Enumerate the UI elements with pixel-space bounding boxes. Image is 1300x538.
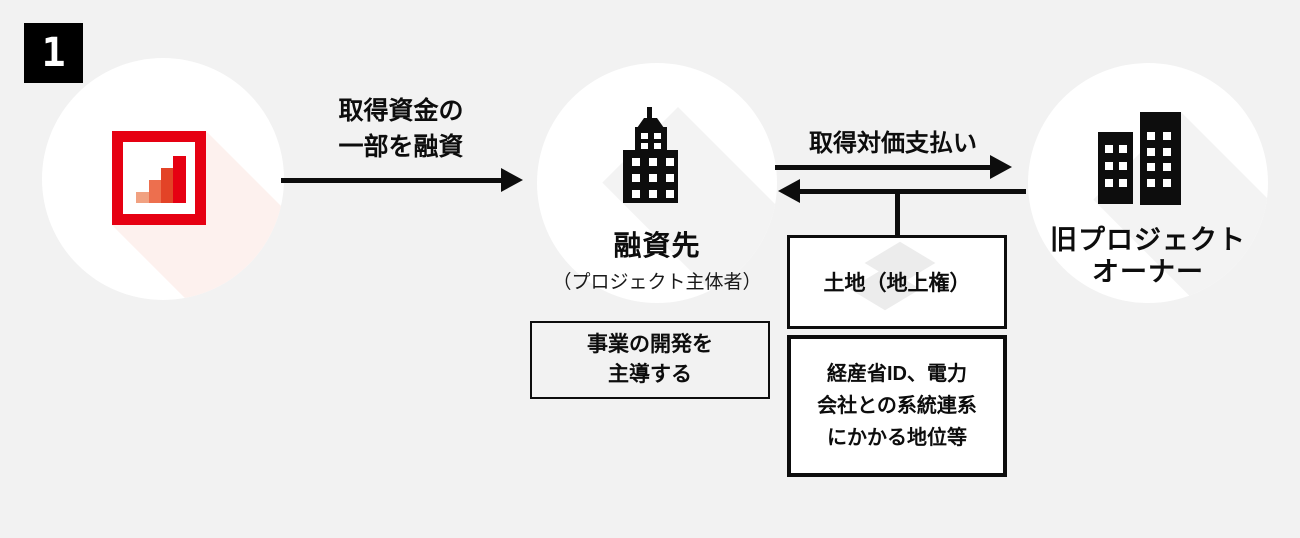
rights-box-line1: 経産省ID、電力 xyxy=(827,363,967,385)
office-tower-icon xyxy=(623,107,678,208)
loan-label-line2: 一部を融資 xyxy=(338,133,464,161)
payment-arrowhead-icon xyxy=(990,155,1012,179)
rights-box: 経産省ID、電力 会社との系統連系 にかかる地位等 xyxy=(787,335,1007,477)
twin-buildings-icon xyxy=(1098,112,1181,210)
borrower-node xyxy=(537,63,777,303)
loan-arrowhead-icon xyxy=(501,168,523,192)
bar-chart-logo-icon xyxy=(112,131,206,230)
land-box-label: 土地（地上権） xyxy=(823,272,971,295)
borrower-note-line1: 事業の開発を xyxy=(587,333,713,356)
loan-arrow-line xyxy=(281,178,503,183)
old-owner-title-line2: オーナー xyxy=(1092,257,1204,287)
step-number-badge: 1 xyxy=(24,23,83,83)
rights-box-line2: 会社との系統連系 xyxy=(817,395,977,417)
rights-box-line3: にかかる地位等 xyxy=(827,427,967,449)
transfer-arrowhead-icon xyxy=(778,179,800,203)
borrower-note-box: 事業の開発を 主導する xyxy=(530,321,770,399)
borrower-subtitle: （プロジェクト主体者） xyxy=(552,272,762,293)
payment-arrow-line xyxy=(775,165,992,170)
lender-node xyxy=(42,58,284,300)
borrower-title: 融資先 xyxy=(613,230,701,261)
old-owner-node xyxy=(1028,63,1268,303)
old-owner-title: 旧プロジェクト オーナー xyxy=(1028,224,1268,288)
transfer-branch-line xyxy=(895,191,900,236)
land-box: 土地（地上権） xyxy=(787,235,1007,329)
old-owner-title-line1: 旧プロジェクト xyxy=(1050,225,1246,255)
borrower-note-line2: 主導する xyxy=(608,363,692,386)
transfer-arrow-line xyxy=(799,189,1026,194)
loan-label-line1: 取得資金の xyxy=(338,97,464,125)
loan-arrow-label: 取得資金の 一部を融資 xyxy=(281,93,521,165)
payment-arrow-label: 取得対価支払い xyxy=(809,130,977,157)
